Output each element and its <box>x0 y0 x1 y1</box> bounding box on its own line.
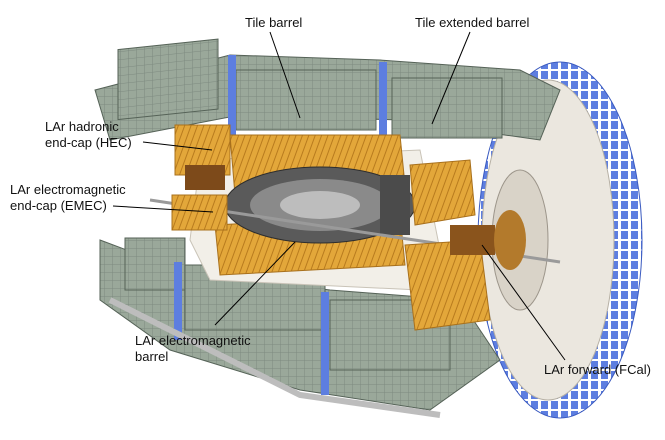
leader-hec <box>142 141 213 151</box>
leader-fcal <box>481 244 566 361</box>
tile-calorimeter-upper <box>94 38 561 141</box>
rear-end-plate <box>477 61 643 419</box>
leader-lines <box>112 31 566 361</box>
label-hec: LAr hadronic end-cap (HEC) <box>45 119 132 151</box>
left-endcap <box>171 124 231 231</box>
inner-detector <box>149 166 561 264</box>
label-emec-line1: LAr electromagnetic <box>10 182 126 197</box>
leader-em-barrel <box>214 241 296 326</box>
label-hec-line1: LAr hadronic <box>45 119 119 134</box>
label-em-barrel-line2: barrel <box>135 349 169 364</box>
tile-calorimeter-lower <box>99 237 501 418</box>
label-fcal: LAr forward (FCal) <box>544 362 651 377</box>
label-em-barrel-line1: LAr electromagnetic <box>135 333 251 348</box>
leader-tile-extended <box>431 31 471 125</box>
label-hec-line2: end-cap (HEC) <box>45 135 132 150</box>
label-emec: LAr electromagnetic end-cap (EMEC) <box>10 182 126 214</box>
label-em-barrel: LAr electromagnetic barrel <box>135 333 251 365</box>
leader-tile-barrel <box>269 31 301 119</box>
label-tile-extended-barrel: Tile extended barrel <box>415 15 530 30</box>
label-tile-barrel: Tile barrel <box>245 15 303 30</box>
right-endcap <box>404 159 526 331</box>
leader-emec <box>112 205 214 213</box>
label-emec-line2: end-cap (EMEC) <box>10 198 107 213</box>
